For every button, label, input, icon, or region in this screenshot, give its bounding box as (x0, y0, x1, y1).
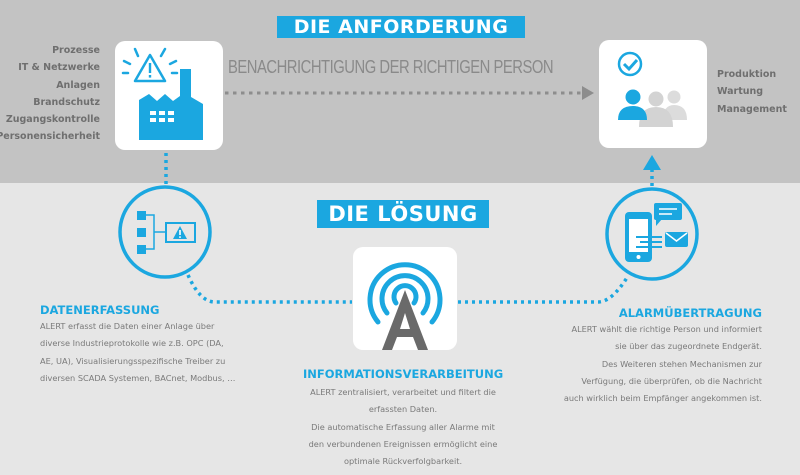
acquisition-circle (118, 185, 212, 279)
recipient-list: Produktion Wartung Management (717, 66, 787, 118)
alert-antenna-logo (367, 262, 443, 350)
source-item: Brandschutz (33, 96, 100, 108)
body-line: ALERT wählt die richtige Person und info… (571, 324, 762, 334)
body-line: den verbundenen Ereignissen ermöglicht e… (308, 438, 498, 449)
body-line: sie über das zugeordnete Endgerät. (615, 341, 762, 352)
body-line: Des Weiteren stehen Mechanismen zur (601, 358, 762, 369)
step-body-transmission: ALERT wählt die richtige Person und info… (564, 321, 762, 407)
connector-acquisition-to-processing (186, 274, 352, 304)
step-body-acquisition: ALERT erfasst die Daten einer Anlage übe… (40, 318, 235, 387)
body-line: diverse Industrieprotokolle wie z.B. OPC… (40, 338, 224, 349)
factory-card (115, 41, 223, 150)
body-line: Die automatische Erfassung aller Alarme … (311, 421, 495, 432)
transmission-circle (605, 187, 699, 281)
connector-processing-to-transmission (458, 275, 630, 304)
body-line: ALERT erfasst die Daten einer Anlage übe… (40, 321, 215, 331)
step-title-acquisition: DATENERFASSUNG (40, 303, 160, 317)
notification-arrowhead (582, 86, 594, 100)
alert-logo-card (353, 247, 457, 350)
source-item: Prozesse (52, 45, 100, 56)
body-line: auch wirklich beim Empfänger angekommen … (563, 393, 762, 404)
source-item: Zugangskontrolle (5, 114, 100, 126)
body-line: AE, UA), Visualisierungsspezifische Trei… (40, 355, 226, 366)
recipient-item: Wartung (717, 86, 764, 98)
people-check-icon (617, 51, 687, 127)
recipient-item: Management (717, 103, 787, 115)
step-body-processing: ALERT zentralisiert, verarbeitet und fil… (303, 384, 503, 470)
body-line: erfassten Daten. (368, 404, 438, 415)
requirement-title: DIE ANFORDERUNG (277, 16, 525, 38)
body-line: Verfügung, die überprüfen, ob die Nachri… (581, 375, 762, 386)
recipients-arrowhead (643, 155, 661, 170)
source-item: Anlagen (56, 79, 100, 91)
recipient-item: Produktion (717, 69, 777, 80)
source-item: IT & Netzwerke (18, 62, 100, 74)
solution-title: DIE LÖSUNG (317, 200, 489, 228)
source-item: Personensicherheit (0, 131, 100, 143)
mobile-notification-icon (625, 203, 688, 262)
step-title-transmission: ALARMÜBERTRAGUNG (618, 306, 762, 320)
data-acquisition-icon (137, 211, 196, 254)
step-title-processing: INFORMATIONSVERARBEITUNG (303, 367, 504, 381)
recipients-card (599, 40, 707, 148)
source-list: Prozesse IT & Netzwerke Anlagen Brandsch… (0, 42, 100, 146)
body-line: optimale Rückverfolgbarkeit. (343, 456, 463, 467)
factory-alarm-icon (121, 47, 203, 140)
body-line: ALERT zentralisiert, verarbeitet und fil… (310, 387, 496, 397)
requirement-subtitle: BENACHRICHTIGUNG DER RICHTIGEN PERSON (228, 56, 554, 77)
body-line: diversen SCADA Systemen, BACnet, Modbus,… (40, 372, 236, 383)
